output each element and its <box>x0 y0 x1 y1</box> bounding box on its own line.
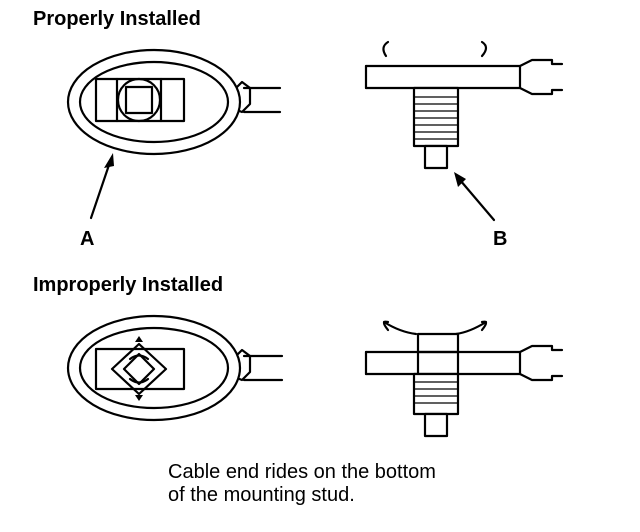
rotation-marker-top <box>135 336 143 342</box>
cable-neck <box>230 80 252 114</box>
stud-upper-collar <box>416 332 460 354</box>
stud-threads <box>414 96 458 140</box>
stud-threaded-body-2 <box>412 372 460 416</box>
callout-b: B <box>493 228 508 250</box>
improper-top-view <box>66 314 284 422</box>
stud-threads-2 <box>414 381 458 404</box>
stud-tip <box>423 144 449 170</box>
cable-end-inner-2 <box>78 326 230 410</box>
cable-neck-2 <box>230 348 252 382</box>
bracket-bottom-edge <box>364 86 564 96</box>
mounting-slot <box>94 77 186 123</box>
rotation-marker-bottom <box>135 395 143 401</box>
cable-end-inner <box>78 60 230 144</box>
stud-arc-bottom <box>128 377 150 384</box>
clip-left-curl <box>382 40 390 58</box>
clip-left-arm <box>382 320 418 336</box>
bracket-top-edge <box>364 58 564 68</box>
stud-tip-2 <box>423 412 449 438</box>
bracket-bottom-edge-2 <box>364 372 564 382</box>
note-line-2: of the mounting stud. <box>168 484 355 506</box>
arrow-b-shaft <box>458 178 496 222</box>
proper-side-view <box>364 40 564 170</box>
heading-properly-installed: Properly Installed <box>33 8 201 30</box>
note-line-1: Cable end rides on the bottom <box>168 461 436 483</box>
clip-right-arm <box>454 320 488 336</box>
heading-improperly-installed: Improperly Installed <box>33 274 224 296</box>
arrow-a-head <box>104 153 114 168</box>
callout-a: A <box>80 228 95 250</box>
arrow-a-shaft <box>89 160 112 220</box>
stud-square <box>124 85 154 115</box>
arrow-b-head <box>454 172 466 187</box>
clip-right-curl <box>480 40 488 58</box>
bracket-top-edge-2 <box>364 344 564 354</box>
arrow-a <box>89 153 114 220</box>
stud-diamond-outer <box>110 342 168 396</box>
improper-side-view <box>364 320 564 438</box>
stud-diamond-inner <box>122 352 156 386</box>
stud-circle <box>116 77 162 123</box>
stud-arc-top <box>128 354 150 361</box>
arrow-b <box>454 172 496 222</box>
proper-top-view <box>66 48 282 156</box>
